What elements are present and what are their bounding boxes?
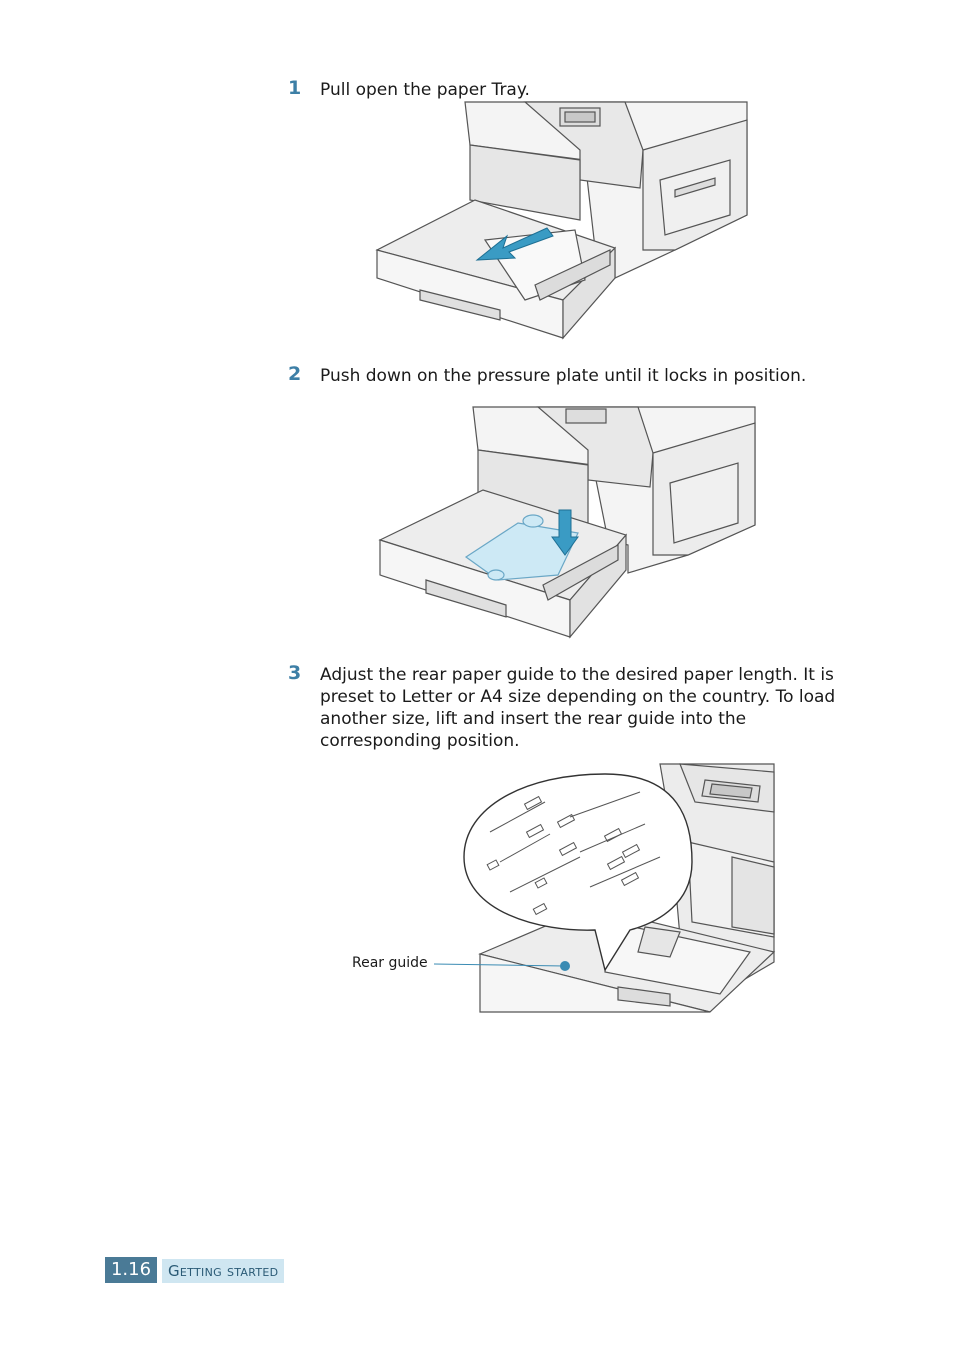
chapter-title: Getting started — [162, 1259, 285, 1283]
rear-guide-illustration — [433, 763, 776, 1013]
step-2-number: 2 — [288, 363, 302, 385]
page-number: 1.16 — [105, 1257, 157, 1283]
pressure-plate-illustration — [378, 406, 756, 639]
step-1-number: 1 — [288, 77, 302, 99]
step-2-text: Push down on the pressure plate until it… — [320, 366, 807, 386]
step-3-number: 3 — [288, 662, 302, 684]
step-3-text: Adjust the rear paper guide to the desir… — [320, 665, 836, 751]
rear-guide-label: Rear guide — [352, 955, 428, 971]
chapter-title-text: Getting started — [168, 1262, 279, 1280]
pull-tray-illustration — [375, 101, 748, 340]
step-1-text: Pull open the paper Tray. — [320, 80, 530, 100]
